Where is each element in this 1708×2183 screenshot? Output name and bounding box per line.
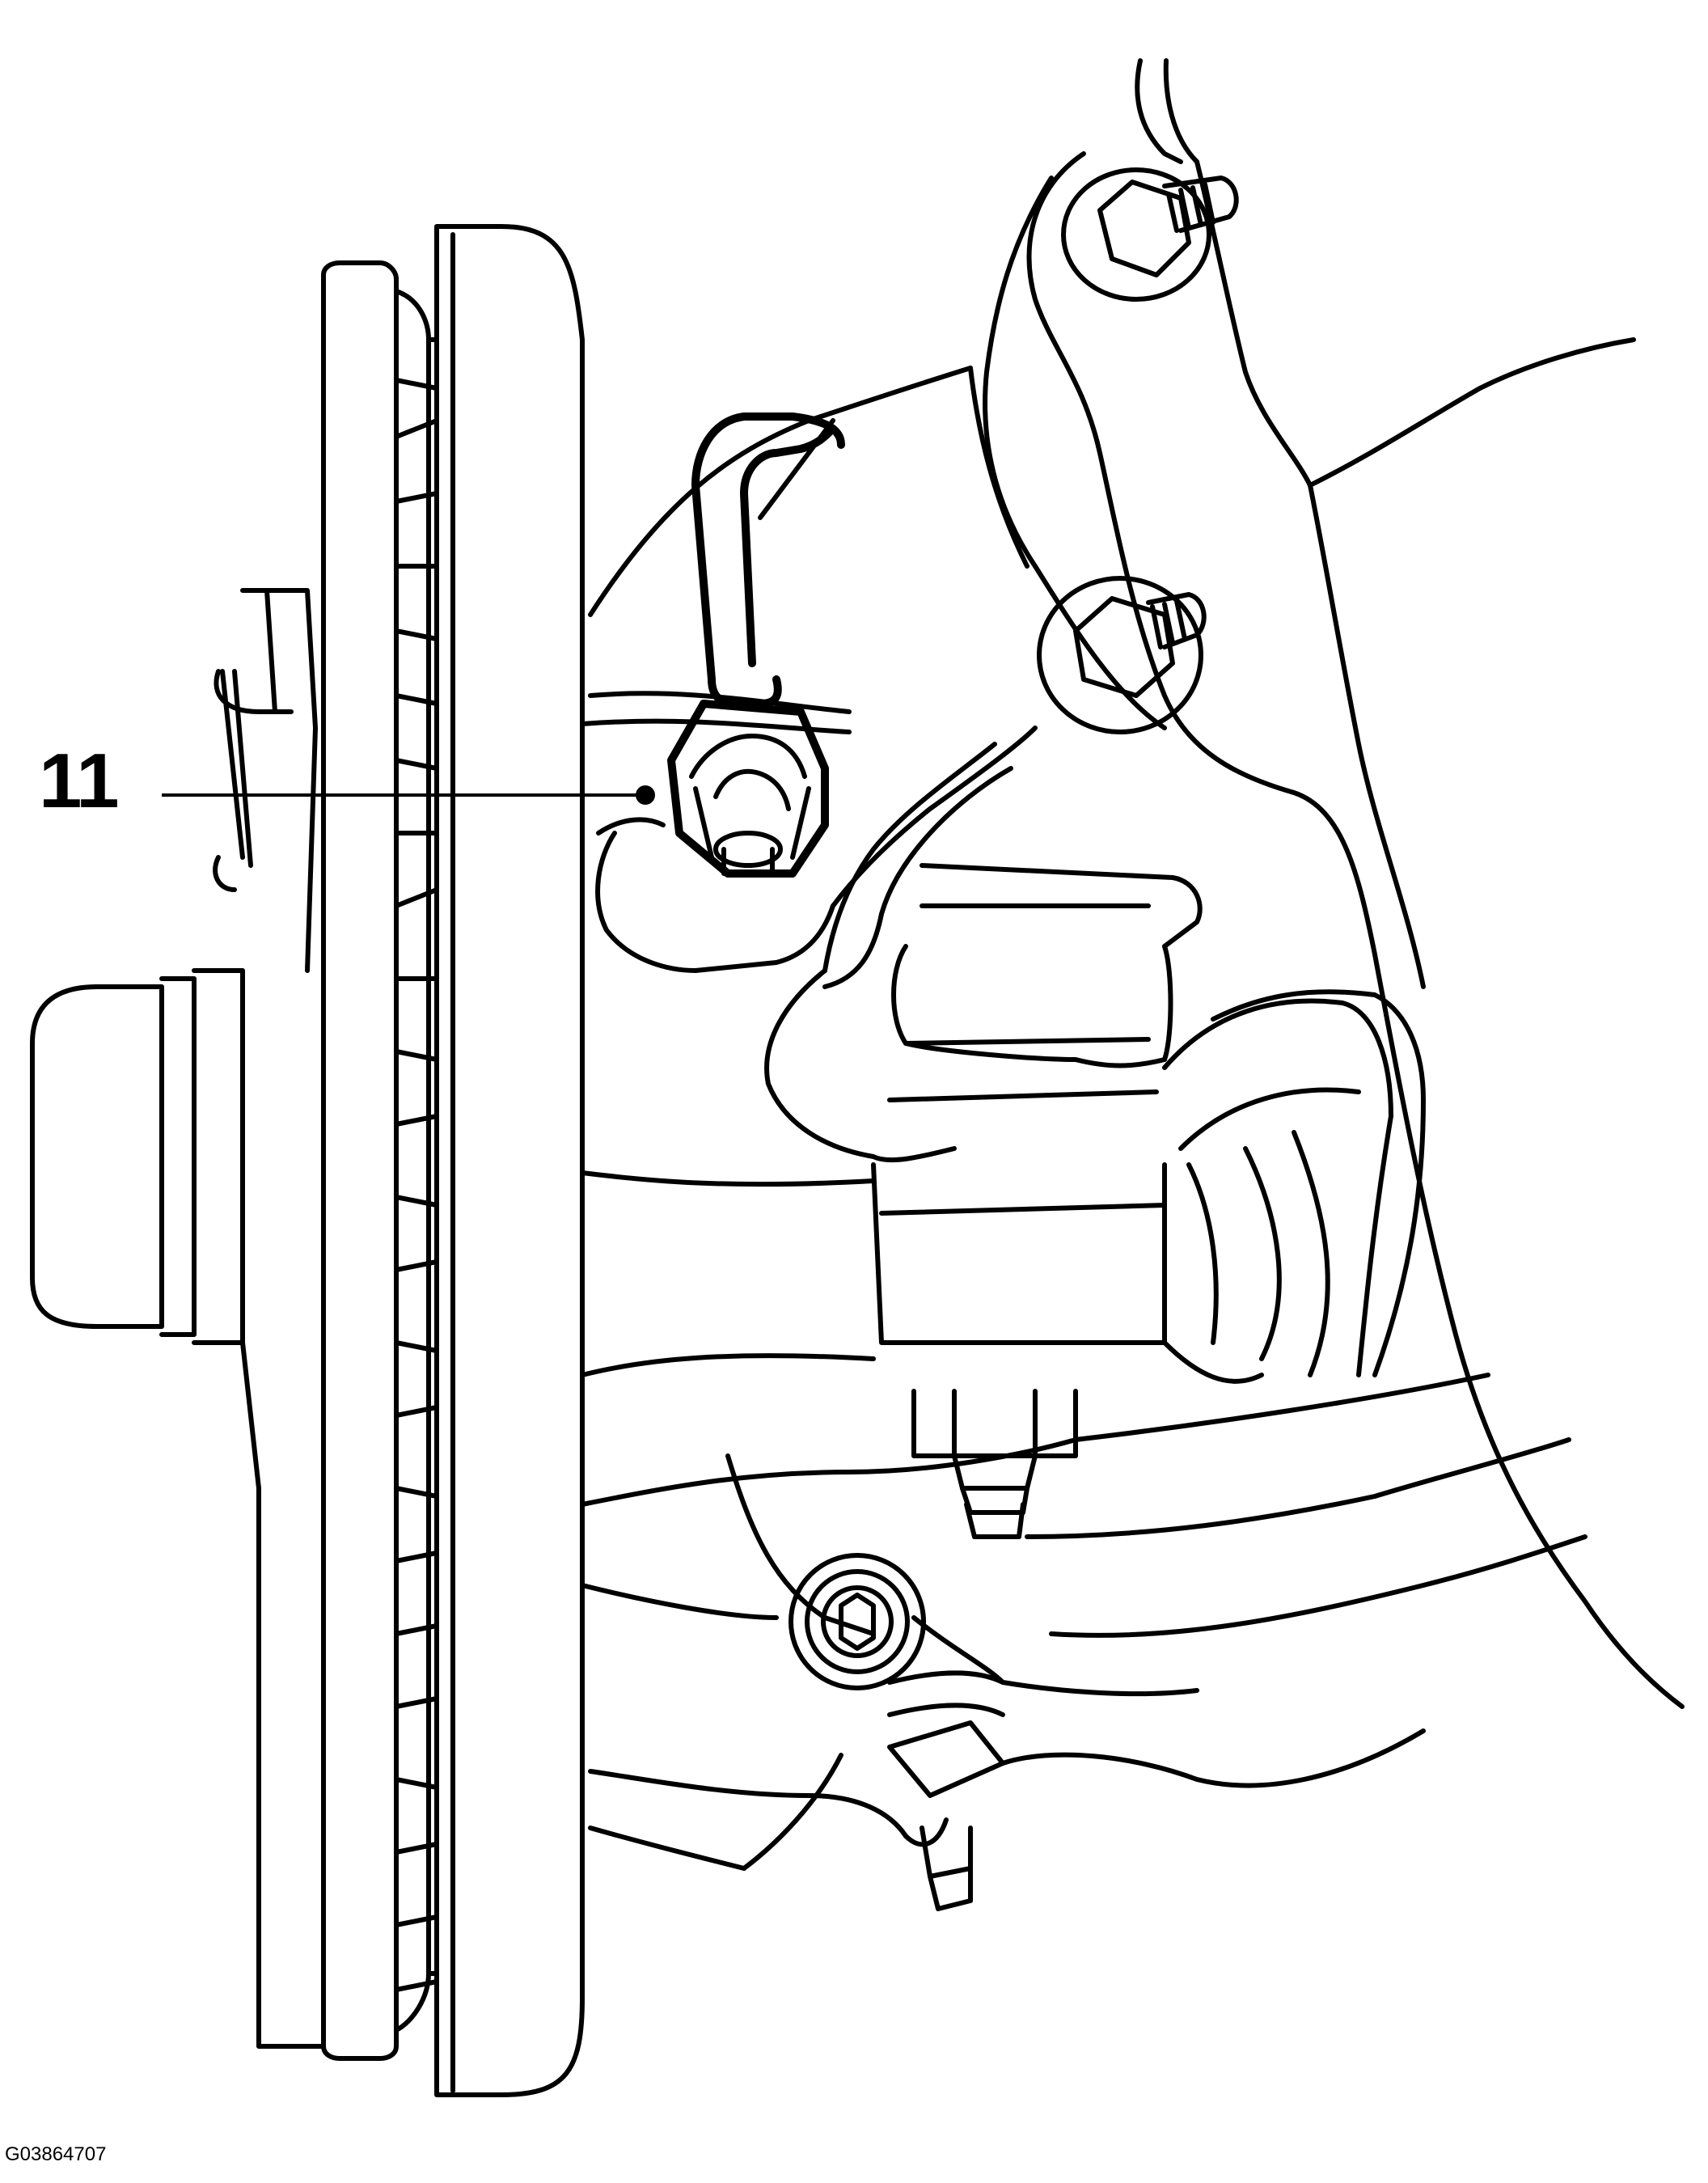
rotor-vent-ribs	[394, 378, 439, 1992]
caliper-guide-pin-boot	[1162, 989, 1426, 1384]
callout-number-11: 11	[39, 738, 119, 824]
lower-control-arm	[580, 1373, 1588, 1911]
caliper-lower-bolt	[911, 1389, 1078, 1539]
wheel-hub	[30, 588, 326, 2049]
caliper-bracket	[595, 726, 1038, 973]
middle-mounting-bolt	[1037, 576, 1207, 734]
steering-knuckle	[588, 58, 1685, 1709]
brake-pad-wear-sensor	[667, 412, 845, 878]
callout-11-leader	[162, 785, 655, 805]
upper-mounting-bolt	[1061, 167, 1239, 302]
figure-id: G03864707	[5, 2143, 107, 2165]
brake-rotor	[321, 224, 585, 2097]
